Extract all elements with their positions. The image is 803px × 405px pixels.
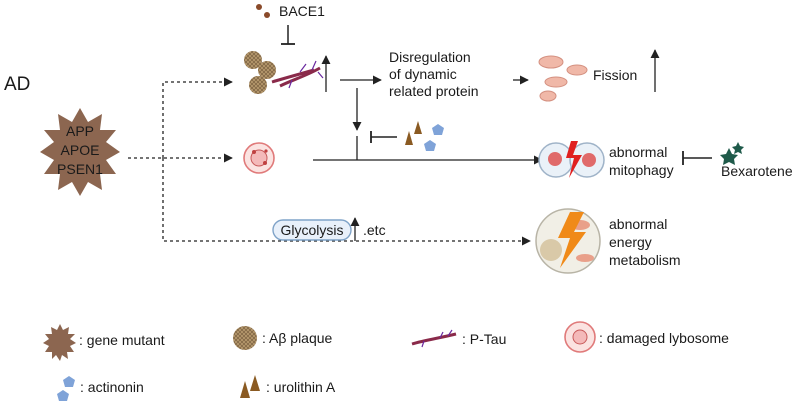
energy-line-1: abnormal	[609, 216, 667, 232]
glycolysis-label: Glycolysis	[280, 222, 343, 238]
gene-dotted-arrows	[128, 77, 531, 246]
damaged-lysosome-icon	[243, 142, 275, 174]
actinonin-icon	[424, 140, 436, 151]
mitochondrion	[576, 254, 594, 262]
dysregulation-line-3: related protein	[389, 83, 479, 99]
gene-app: APP	[66, 123, 94, 139]
bace1-dot	[264, 12, 270, 18]
abeta-plaque-icon	[244, 51, 262, 69]
actinonin-icon	[432, 124, 444, 135]
legend-ptau-label: : P-Tau	[462, 331, 506, 347]
legend-actinonin-label: : actinonin	[80, 379, 144, 395]
bace1-dot	[256, 4, 262, 10]
glycolysis-box	[272, 219, 352, 241]
bexarotene-icon	[720, 148, 738, 165]
legend-gene-mutant-icon	[43, 324, 76, 361]
legend-abeta-plaque-label: : Aβ plaque	[262, 330, 333, 346]
dysregulation-line-1: Disregulation	[389, 49, 471, 65]
bace1-label: BACE1	[279, 3, 325, 19]
lysosome-dot	[252, 150, 256, 154]
ptau-icon	[271, 66, 321, 88]
mitochondrion-fragment	[544, 76, 568, 88]
bexarotene-label: Bexarotene	[721, 163, 793, 179]
legend-urolithin-label: : urolithin A	[266, 379, 336, 395]
etc-label: .etc	[363, 222, 386, 238]
mitophagy-icon	[538, 141, 605, 178]
bace1-group: BACE1	[256, 3, 325, 45]
gene-psen1: PSEN1	[57, 161, 103, 177]
lightning-icon	[566, 141, 582, 178]
legend-lysosome-label: : damaged lybosome	[599, 330, 729, 346]
urolithin-a-icon	[405, 131, 413, 145]
mitophagy-line-1: abnormal	[609, 144, 667, 160]
legend-lysosome-core	[572, 329, 588, 345]
energy-line-2: energy	[609, 234, 652, 250]
abeta-plaque-icon	[258, 61, 276, 79]
mitophagy-line-2: mitophagy	[609, 162, 674, 178]
bexarotene-icon	[732, 142, 744, 154]
energy-line-3: metabolism	[609, 252, 681, 268]
mitochondrion-fragment	[566, 64, 588, 76]
legend-actinonin-icon	[57, 390, 69, 401]
urolithin-a-icon	[414, 121, 422, 134]
legend-ptau-icon	[411, 332, 457, 346]
legend-ptau-branch	[421, 329, 453, 348]
legend-gene-mutant-label: : gene mutant	[79, 332, 165, 348]
mitochondrion-fragment	[538, 55, 564, 69]
mitophagy-mito	[582, 153, 596, 167]
lightning-icon	[558, 212, 586, 268]
dysregulation-line-2: of dynamic	[389, 66, 457, 82]
gene-mutant-star: APP APOE PSEN1	[40, 108, 120, 196]
legend-urolithin-icon	[250, 375, 260, 391]
legend: : gene mutant : Aβ plaque : P-Tau : dama…	[43, 321, 729, 401]
lysosome-core	[250, 149, 268, 167]
lysosome-dot	[263, 161, 267, 165]
legend-abeta-plaque-icon	[233, 326, 257, 350]
mitochondrion-fragment	[539, 90, 557, 102]
abeta-plaque-icon	[249, 76, 267, 94]
condition-label: AD	[4, 74, 30, 95]
energy-metabolism-icon	[535, 208, 601, 274]
mitophagy-mito	[548, 152, 562, 166]
gene-apoe: APOE	[61, 142, 100, 158]
mitochondria-fission-icon	[538, 55, 588, 102]
legend-urolithin-icon	[240, 381, 250, 398]
legend-actinonin-icon	[63, 376, 75, 387]
ptau-branch	[288, 60, 324, 89]
plaque-tau-icon	[244, 51, 324, 94]
gene-star-shape	[40, 108, 120, 196]
dotted-arrow-plaque	[162, 77, 233, 158]
lysosome-dot	[264, 149, 268, 153]
fission-label: Fission	[593, 67, 637, 83]
nucleus	[540, 239, 562, 261]
